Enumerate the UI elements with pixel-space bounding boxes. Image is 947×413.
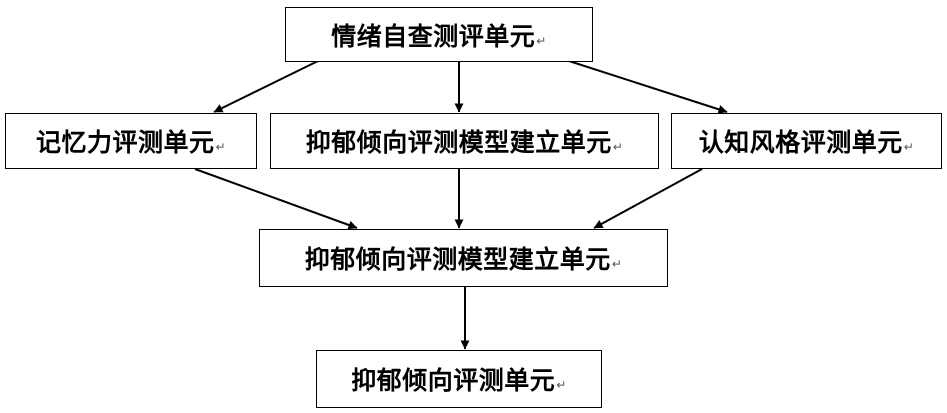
paragraph-mark-icon: ↵ <box>556 378 567 392</box>
node-depression-assessment-unit: 抑郁倾向评测单元↵ <box>316 350 602 408</box>
node-depression-model-building-unit-1: 抑郁倾向评测模型建立单元↵ <box>270 113 659 169</box>
node-memory-assessment-unit: 记忆力评测单元↵ <box>5 113 257 169</box>
arrow-top-to-cognition <box>569 61 727 112</box>
node-label: 抑郁倾向评测模型建立单元 <box>306 123 612 159</box>
node-emotion-self-check-unit: 情绪自查测评单元↵ <box>285 7 593 62</box>
node-label: 情绪自查测评单元 <box>331 17 535 53</box>
node-label: 记忆力评测单元 <box>36 123 215 159</box>
node-depression-model-building-unit-2: 抑郁倾向评测模型建立单元↵ <box>259 229 668 287</box>
paragraph-mark-icon: ↵ <box>904 140 915 154</box>
node-label: 抑郁倾向评测模型建立单元 <box>305 240 611 276</box>
paragraph-mark-icon: ↵ <box>613 140 624 154</box>
paragraph-mark-icon: ↵ <box>215 140 226 154</box>
paragraph-mark-icon: ↵ <box>536 34 547 48</box>
arrow-top-to-memory <box>214 61 318 112</box>
node-label: 认知风格评测单元 <box>699 123 903 159</box>
paragraph-mark-icon: ↵ <box>612 257 623 271</box>
arrow-memory-to-depression-model-2 <box>195 169 357 228</box>
node-label: 抑郁倾向评测单元 <box>351 361 555 397</box>
node-cognitive-style-assessment-unit: 认知风格评测单元↵ <box>671 113 942 169</box>
arrow-cognition-to-depression-model-2 <box>594 169 702 228</box>
